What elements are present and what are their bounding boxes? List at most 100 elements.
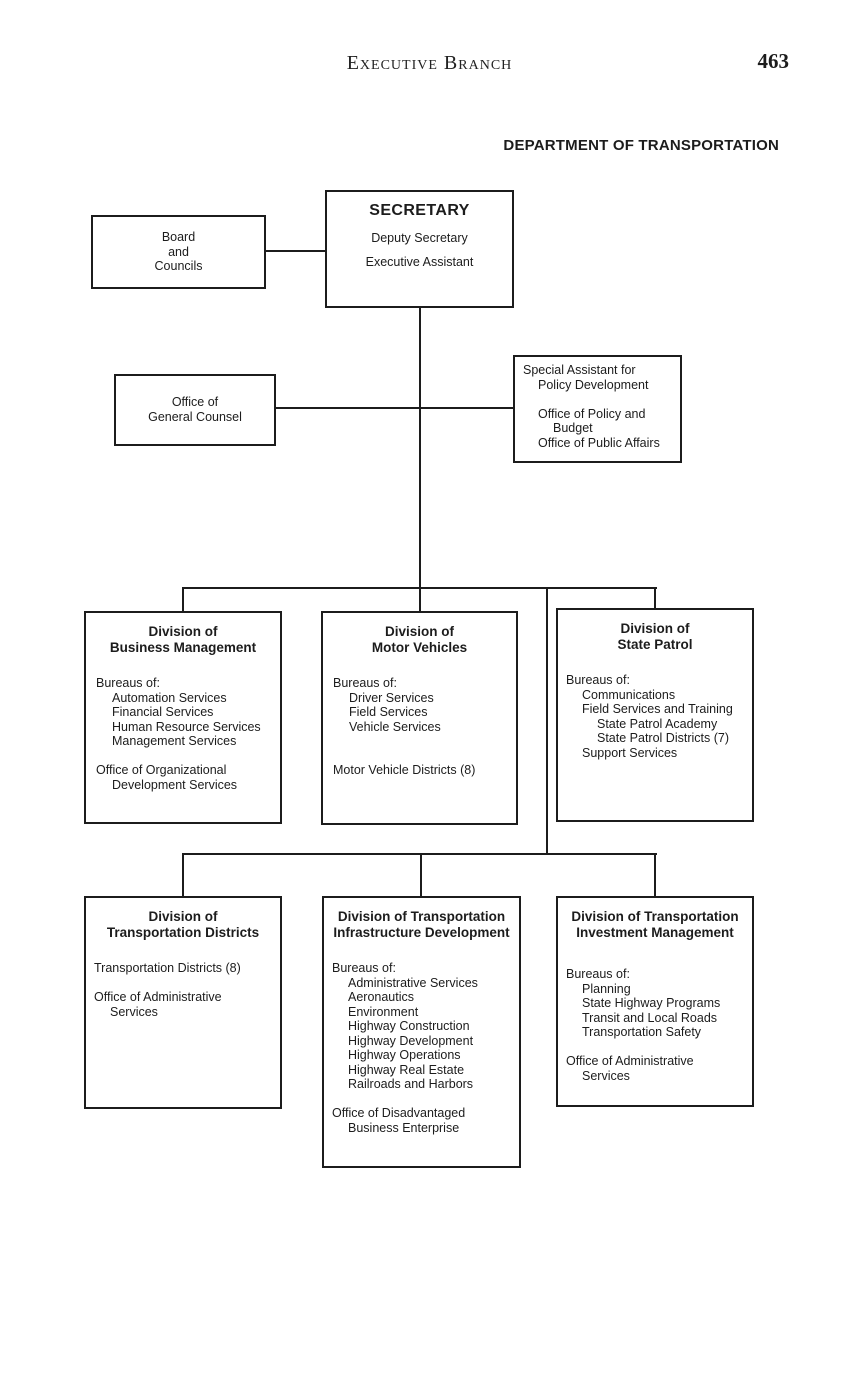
page-number: 463 [757,49,790,73]
connector-row1-horizontal [182,587,657,589]
org-line: Transportation Safety [582,1025,702,1039]
org-line: Motor Vehicles [371,640,468,655]
org-line: Highway Operations [348,1048,461,1062]
org-line: General Counsel [148,409,242,424]
org-line: Bureaus of: [333,676,397,690]
org-line: Business Enterprise [348,1120,460,1135]
org-line: State Patrol Districts (7) [597,731,729,745]
org-line: Transportation Districts (8) [94,961,241,975]
org-line: Office of Disadvantaged [332,1106,466,1120]
org-line: Highway Real Estate [348,1062,465,1077]
org-line: Policy Development [538,377,649,392]
org-line: Field Services [349,705,428,719]
org-line: Human Resource Services [112,719,261,734]
org-line: Business Management [109,640,257,655]
org-line: Deputy Secretary [371,230,468,245]
org-line: State Highway Programs [582,996,721,1010]
org-line: Division of Transportation [571,909,739,924]
org-line: Budget [553,421,593,435]
org-line: Financial Services [112,705,214,719]
org-line: Office of Organizational [96,763,227,777]
org-line: Division of [384,624,454,639]
org-line: Bureaus of: [566,673,630,687]
org-line: Division of Transportation [337,909,506,924]
org-line: Special Assistant for [523,363,636,377]
org-line-spacer [332,1092,513,1107]
org-line: Division of [620,621,690,636]
org-line: Highway Construction [348,1019,470,1033]
org-line: Environment [348,1004,419,1019]
org-line: Support Services [582,745,678,760]
org-line: Management Services [112,734,237,748]
org-line-spacer [333,749,510,764]
box-title: SECRETARY [369,202,470,219]
org-line: Planning [582,981,631,996]
org-line: Bureaus of: [566,967,630,981]
org-line: Councils [154,259,203,273]
org-line: Office of [171,395,219,409]
org-line: Executive Assistant [365,254,474,269]
org-line: Bureaus of: [332,961,396,975]
connector-feeder-down [546,587,548,855]
org-line: Automation Services [112,690,227,705]
org-line: Infrastructure Development [333,925,510,940]
connector-row2-left-drop [182,853,184,896]
org-line-spacer [94,976,274,991]
connector-row2-center-drop [420,853,422,896]
chart-title: DEPARTMENT OF TRANSPORTATION [503,137,779,154]
org-line: Office of Administrative [94,990,222,1004]
org-line-spacer [333,734,510,749]
connector-row1-left-drop [182,587,184,611]
connector-counsel-assistant [276,407,513,409]
org-line: Division of [148,624,218,639]
org-line: Board [161,230,196,244]
org-line: State Patrol [617,637,693,652]
connector-secretary-down [419,308,421,611]
org-line: Office of Public Affairs [538,435,660,450]
org-line: Vehicle Services [349,719,441,734]
org-line: Transit and Local Roads [582,1010,718,1025]
org-line: Services [110,1004,158,1019]
page-header-title: Executive Branch [346,52,513,74]
connector-board-secretary [266,250,325,252]
org-line: Office of Administrative [566,1054,694,1068]
org-line: Aeronautics [348,990,415,1004]
org-line: Transportation Districts [106,925,260,940]
org-line: Administrative Services [348,975,478,990]
org-line: Services [582,1068,630,1083]
connector-row2-horizontal [182,853,657,855]
org-line-spacer [566,1040,746,1055]
org-line: Division of [148,909,218,924]
org-line: Communications [582,687,676,702]
org-line: Railroads and Harbors [348,1077,474,1091]
org-line: Field Services and Training [582,702,733,716]
box-body: Transportation Districts (8) Office of A… [86,961,280,1019]
org-line: State Patrol Academy [597,716,718,731]
connector-row2-right-drop [654,853,656,896]
